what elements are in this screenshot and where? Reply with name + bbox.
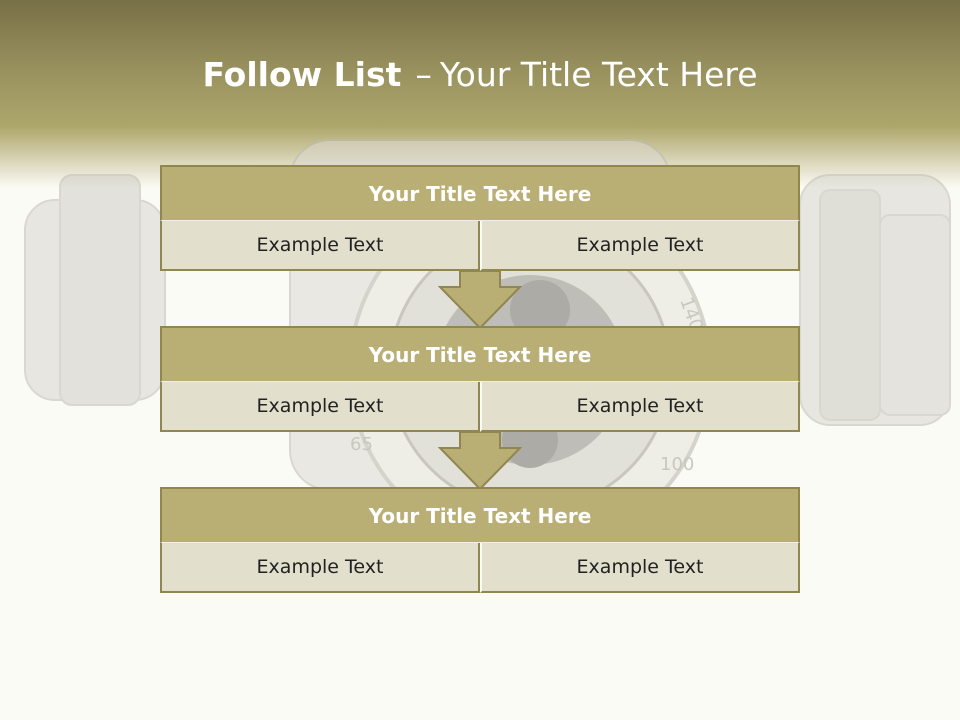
header-band [0,0,960,128]
list-block-1: Your Title Text Here Example Text Exampl… [160,165,800,271]
list-block-3: Your Title Text Here Example Text Exampl… [160,487,800,593]
block-cell-left: Example Text [160,543,480,593]
block-title: Your Title Text Here [160,165,800,221]
block-cell-left: Example Text [160,221,480,271]
title-rest: Your Title Text Here [439,55,758,94]
title-bold: Follow List [202,55,402,94]
block-cell-left: Example Text [160,382,480,432]
block-title: Your Title Text Here [160,487,800,543]
down-arrow-icon [438,432,522,491]
block-title: Your Title Text Here [160,326,800,382]
block-row: Example Text Example Text [160,543,800,593]
title-separator: – [415,55,432,94]
block-cell-right: Example Text [480,543,800,593]
svg-text:65: 65 [350,434,373,455]
down-arrow-icon [438,271,522,330]
list-block-2: Your Title Text Here Example Text Exampl… [160,326,800,432]
svg-text:100: 100 [660,454,694,475]
block-cell-right: Example Text [480,221,800,271]
slide-title: Follow List–Your Title Text Here [0,52,960,98]
block-cell-right: Example Text [480,382,800,432]
block-row: Example Text Example Text [160,221,800,271]
block-row: Example Text Example Text [160,382,800,432]
